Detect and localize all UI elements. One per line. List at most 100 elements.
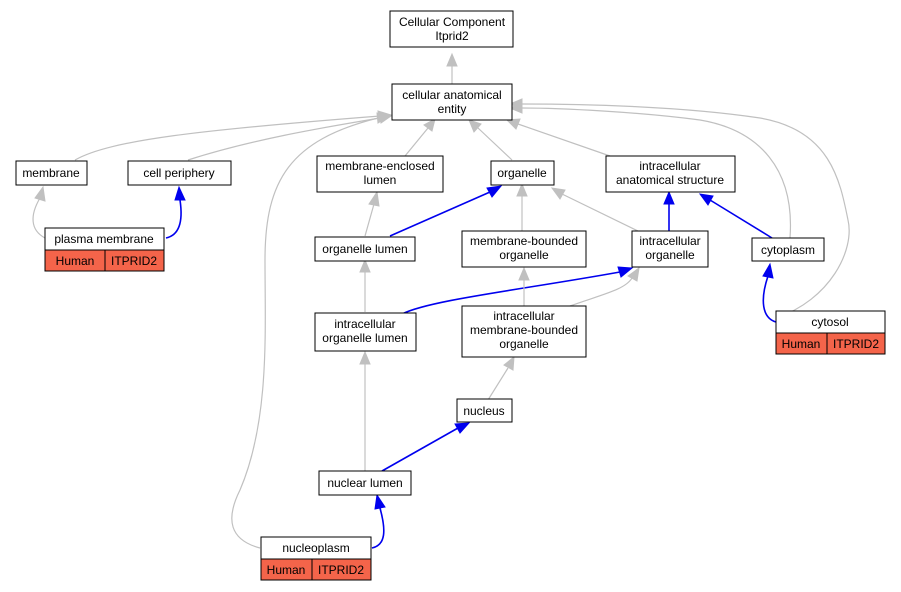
node-membrane[interactable]: membrane [15,160,88,186]
edge-cytosol-cae [521,103,850,319]
node-label-line: plasma membrane [54,232,154,246]
node-label-line: cell periphery [143,166,214,180]
node-intracellular-organelle[interactable]: intracellular organelle [631,230,709,268]
node-organelle[interactable]: organelle [490,160,555,186]
edge-plasmamembrane-cellperiphery [165,199,182,239]
annotation-gene: ITPRID2 [833,337,879,351]
node-cytosol[interactable]: cytosol Human ITPRID2 [775,310,886,355]
annotation-gene-cell [826,332,886,355]
edge-arrow [454,422,471,434]
node-label-line: nuclear lumen [327,476,402,490]
node-label-line: intracellular [639,234,700,248]
edge-cellperiphery-cae [187,117,381,161]
node-intracellular-organelle-lumen[interactable]: intracellular organelle lumen [314,312,417,352]
annotation-gene: ITPRID2 [318,563,364,577]
node-label-line: membrane-bounded [470,323,578,337]
edge-arrow [486,185,503,198]
node-nucleus[interactable]: nucleus [456,398,513,423]
edge-arrow [617,266,634,278]
edge-membrane-cae [74,115,381,161]
edge-organelle-cae [477,127,513,161]
node-membrane-enclosed-lumen[interactable]: membrane-enclosed lumen [316,155,444,193]
node-label-line: nucleoplasm [282,541,349,555]
edge-arrow [550,187,566,200]
edge-arrow [376,112,391,124]
edge-iol-io [401,271,621,315]
node-cytoplasm[interactable]: cytoplasm [751,237,825,262]
node-label-line: organelle lumen [322,242,407,256]
edge-io-organelle [561,193,641,233]
edge-arrow [508,98,523,110]
node-label-line: membrane-bounded [470,234,578,248]
annotation-gene-cell [311,558,372,581]
edge-arrow [663,190,675,205]
edge-arrow [174,185,186,201]
edge-arrow [446,52,458,67]
edge-arrow [762,262,774,279]
node-label-line: organelle [645,248,695,262]
node-label-line: Cellular Component [399,15,506,29]
edge-arrow [359,258,371,273]
edge-arrow [503,355,515,371]
node-label-line: nucleus [463,404,504,418]
edge-organellelumen-mel [364,203,375,237]
edge-arrow [368,190,380,207]
edge-arrow [518,266,530,281]
edge-cytosol-cytoplasm [762,275,777,323]
edge-cytoplasm-ias [709,199,773,239]
node-label-line: membrane [22,166,80,180]
node-label-line: lumen [364,173,397,187]
edge-arrow [627,266,640,282]
edge-arrow [516,182,528,197]
node-label-line: cytoplasm [761,243,815,257]
edge-arrow [359,350,371,365]
edge-arrow [374,493,386,510]
edge-nuclearlumen-nucleus [381,427,459,472]
node-label-line: membrane-enclosed [325,159,434,173]
edge-nucleoplasm-nuclearlumen [371,507,385,549]
edge-arrow [468,119,482,133]
node-nuclear-lumen[interactable]: nuclear lumen [318,470,412,496]
node-plasma-membrane[interactable]: plasma membrane Human ITPRID2 [44,227,165,272]
annotation-gene: ITPRID2 [111,254,157,268]
node-label-line: intracellular [334,317,395,331]
node-label-line: cellular anatomical [402,88,501,102]
edge-imbo-io [569,277,633,307]
edge-ias-cae [517,123,611,157]
edge-arrow [34,185,46,202]
annotation-species: Human [782,337,821,351]
node-label-line: organelle [499,248,549,262]
edge-cytoplasm-cae [521,107,792,239]
node-label-line: intracellular [493,309,554,323]
annotation-species: Human [56,254,95,268]
node-intracellular-membrane-bounded-organelle[interactable]: intracellular membrane-bounded organelle [461,305,587,358]
node-cell-periphery[interactable]: cell periphery [127,160,232,186]
edge-arrow [698,193,714,206]
node-intracellular-anatomical-structure[interactable]: intracellular anatomical structure [605,155,736,193]
node-label-line: intracellular [639,159,700,173]
annotation-gene-cell [104,249,165,272]
edge-mel-cae [404,127,429,157]
nodes: Cellular Component Itprid2 cellular anat… [15,10,886,581]
node-membrane-bounded-organelle[interactable]: membrane-bounded organelle [461,230,587,268]
node-label-line: organelle lumen [322,331,407,345]
node-label-line: organelle [499,337,549,351]
edge-nucleoplasm-cae [231,117,379,549]
annotation-species: Human [267,563,306,577]
edge-plasmamembrane-membrane [32,197,46,239]
node-organelle-lumen[interactable]: organelle lumen [314,236,416,262]
node-label-line: anatomical structure [616,173,724,187]
node-label-line: cytosol [811,315,848,329]
edges [32,52,850,549]
node-cellular-component-root[interactable]: Cellular Component Itprid2 [389,10,514,48]
node-nucleoplasm[interactable]: nucleoplasm Human ITPRID2 [260,536,372,581]
node-label-line: organelle [497,166,547,180]
node-label-line: Itprid2 [435,29,469,43]
edge-arrow [505,118,521,130]
edge-arrow [423,118,436,132]
edge-organellelumen-organelle [389,191,491,237]
edge-nucleus-imbo [487,367,509,401]
node-cellular-anatomical-entity[interactable]: cellular anatomical entity [391,83,513,121]
node-label-line: entity [438,102,467,116]
